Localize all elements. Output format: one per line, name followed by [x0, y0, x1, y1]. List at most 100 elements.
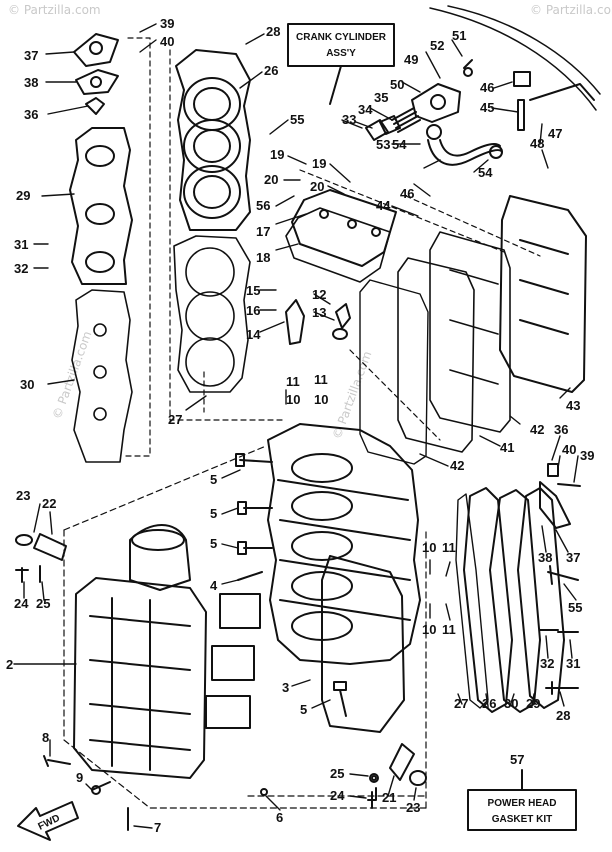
watermark-4: © Partzilla.com	[530, 3, 612, 17]
water-outlet-cover-part	[73, 33, 119, 67]
sender-part	[335, 303, 351, 329]
watermark-2: © Partzilla.com	[50, 329, 95, 421]
part-label-29b: 29	[526, 696, 540, 711]
part-label-5d: 5	[300, 702, 307, 717]
part-label-32: 32	[14, 261, 28, 276]
intake-manifold-part	[499, 195, 587, 393]
thermostat-part	[85, 97, 105, 115]
part-label-10c: 10	[422, 540, 436, 555]
cylinder-block-part	[267, 423, 421, 665]
part-label-11b: 11	[314, 372, 328, 387]
part-label-5c: 5	[210, 536, 217, 551]
oil-line-part	[463, 59, 473, 77]
part-label-21: 21	[382, 790, 396, 805]
bracket-lines-left	[125, 37, 151, 457]
crank-cylinder-line1: CRANK CYLINDER	[296, 32, 387, 43]
sender-washer-part	[332, 328, 348, 340]
part-label-41: 41	[500, 440, 514, 455]
part-label-39: 39	[160, 16, 174, 31]
part-label-48: 48	[530, 136, 544, 151]
part-label-19a: 19	[270, 147, 284, 162]
part-label-47: 47	[548, 126, 562, 141]
part-label-26b: 26	[482, 696, 496, 711]
bottom-small-parts	[367, 743, 427, 809]
part-label-5a: 5	[210, 472, 217, 487]
part-label-8: 8	[42, 730, 49, 745]
crankcase-dashed-lines	[299, 169, 541, 441]
power-head-gasket-box: POWER HEAD GASKET KIT	[467, 769, 577, 831]
part-label-13: 13	[312, 305, 326, 320]
part-label-36b: 36	[554, 422, 568, 437]
part-label-12: 12	[312, 287, 326, 302]
part-label-54a: 54	[392, 137, 407, 152]
part-label-38b: 38	[538, 550, 552, 565]
part-label-30: 30	[20, 377, 34, 392]
part-label-50: 50	[390, 77, 404, 92]
part-label-55: 55	[290, 112, 304, 127]
part-label-49: 49	[404, 52, 418, 67]
part-label-43: 43	[566, 398, 580, 413]
part-labels: 39 40 37 38 36 29 31 32 30 28 26 55 19 1…	[6, 16, 594, 835]
part-label-28: 28	[266, 24, 280, 39]
head-gasket-part	[173, 235, 251, 393]
cap-part	[513, 71, 531, 87]
part-label-44: 44	[376, 198, 391, 213]
part-label-30b: 30	[504, 696, 518, 711]
part-label-33: 33	[342, 112, 356, 127]
part-label-19b: 19	[312, 156, 326, 171]
watermarks: © Partzilla.com © Partzilla.com © Partzi…	[8, 3, 612, 441]
outlet-gasket-part	[75, 69, 119, 95]
part-label-55b: 55	[568, 600, 582, 615]
part-label-23b: 23	[406, 800, 420, 815]
exhaust-cover-part	[69, 127, 133, 285]
part-label-22: 22	[42, 496, 56, 511]
part-label-52: 52	[430, 38, 444, 53]
power-head-line1: POWER HEAD	[488, 798, 557, 809]
crank-cylinder-box: CRANK CYLINDER ASS'Y	[287, 23, 395, 105]
bypass-hose-part	[426, 124, 503, 166]
part-label-11a: 11	[286, 374, 300, 389]
part-label-37b: 37	[566, 550, 580, 565]
outer-exhaust-cover-part	[455, 487, 565, 713]
part-label-10a: 10	[286, 392, 300, 407]
hose-joint-part	[517, 83, 595, 131]
part-label-23a: 23	[16, 488, 30, 503]
part-label-17: 17	[256, 224, 270, 239]
part-label-20a: 20	[264, 172, 278, 187]
part-label-24b: 24	[330, 788, 345, 803]
crankcase-cover-part	[73, 577, 207, 779]
part-label-51: 51	[452, 28, 466, 43]
part-label-28b: 28	[556, 708, 570, 723]
part-label-31: 31	[14, 237, 28, 252]
part-label-53: 53	[376, 137, 390, 152]
relief-spring-part	[391, 107, 421, 133]
part-label-29: 29	[16, 188, 30, 203]
part-label-45: 45	[480, 100, 494, 115]
part-label-10d: 10	[422, 622, 436, 637]
part-label-34: 34	[358, 102, 373, 117]
part-label-46b: 46	[400, 186, 414, 201]
part-label-5b: 5	[210, 506, 217, 521]
reed-valve-plate-part	[429, 231, 511, 433]
crank-cylinder-line2: ASS'Y	[326, 48, 356, 59]
part-label-10b: 10	[314, 392, 328, 407]
part-label-31b: 31	[566, 656, 580, 671]
exhaust-cover-gasket-part	[71, 289, 133, 463]
part-label-27b: 27	[454, 696, 468, 711]
power-head-line2: GASKET KIT	[492, 814, 553, 825]
top-right-arc-lines	[429, 5, 601, 111]
part-label-25a: 25	[36, 596, 50, 611]
part-label-20b: 20	[310, 179, 324, 194]
right-top-parts	[539, 463, 581, 695]
cylinder-head-part	[175, 49, 251, 231]
thermostat-housing-part	[411, 83, 461, 123]
crankcase-part	[321, 555, 405, 733]
part-label-27a: 27	[168, 412, 182, 427]
intake-gasket-part	[359, 279, 429, 465]
part-label-40b: 40	[562, 442, 576, 457]
part-label-6: 6	[276, 810, 283, 825]
part-label-7: 7	[154, 820, 161, 835]
part-label-3: 3	[282, 680, 289, 695]
part-label-16: 16	[246, 303, 260, 318]
part-label-57: 57	[510, 752, 524, 767]
